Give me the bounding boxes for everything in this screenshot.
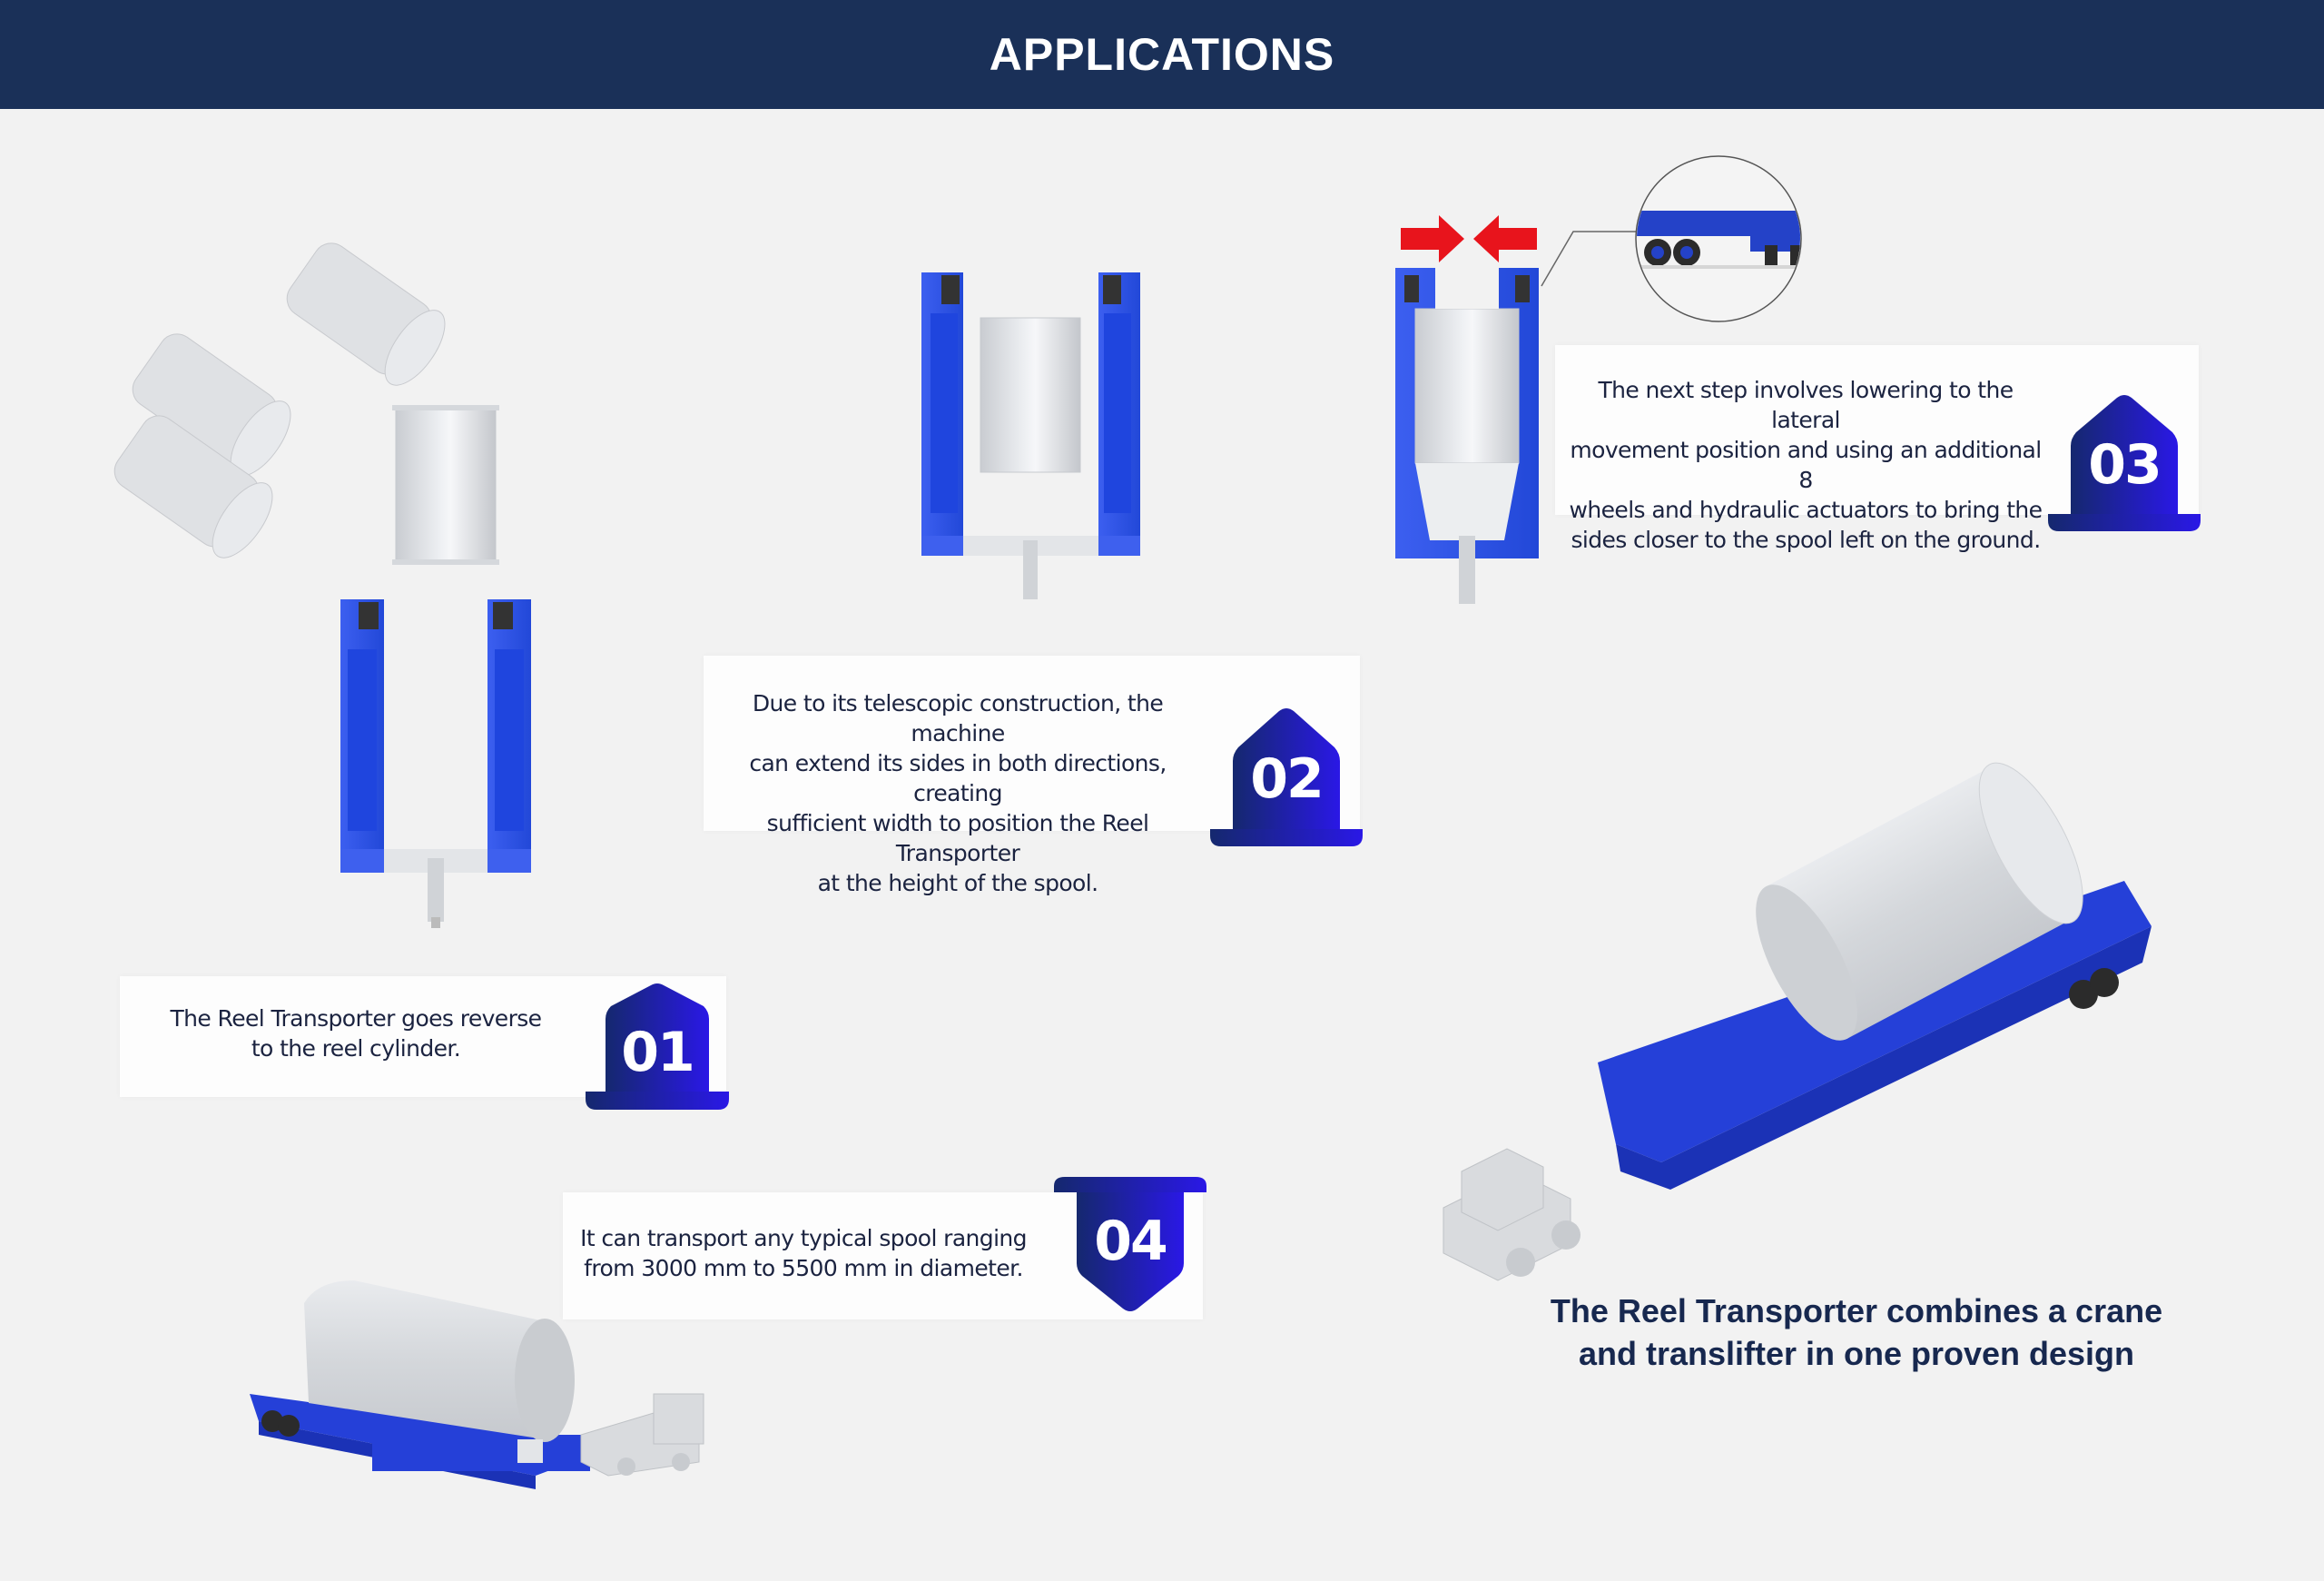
step-badge-04: 04 [1054,1177,1206,1313]
step-badge-03: 03 [2048,393,2201,532]
transporter-icon [1395,268,1539,604]
truck-icon [1443,762,2152,1281]
step-number: 03 [2088,433,2162,497]
transporter-icon [340,599,531,928]
step-text: It can transport any typical spool rangi… [580,1225,1027,1281]
step-text: Due to its telescopic construction, the … [749,690,1167,896]
transporter-iso-large [1434,762,2152,1281]
compress-arrows [1401,215,1537,262]
page-header: APPLICATIONS [0,0,2324,109]
badge-arrow-up-icon [2048,395,2201,531]
wheels-detail-magnifier [1541,154,1814,327]
transporter-top-view-open [340,595,558,940]
tagline: The Reel Transporter combines a crane an… [1550,1292,2163,1372]
truck-icon [250,1280,704,1489]
step-text: The Reel Transporter goes reverse to the… [170,1005,543,1062]
spool-icon [113,242,499,565]
badge-arrow-down-icon [1054,1177,1206,1311]
badge-arrow-up-icon [1210,708,1363,846]
transporter-top-view-extended [921,268,1144,613]
badge-arrow-up-icon [586,983,729,1110]
step-badge-02: 02 [1210,707,1363,847]
transporter-icon [921,272,1140,599]
transporter-top-view-closed [1395,268,1541,622]
step-number: 04 [1094,1210,1168,1273]
step-number: 02 [1250,747,1324,811]
spools-top-view [113,218,554,581]
transporter-iso-small [245,1276,753,1489]
page-title: APPLICATIONS [989,29,1335,80]
step-text: The next step involves lowering to the l… [1569,377,2043,553]
magnifier-icon [1541,155,1802,322]
arrow-icon [1401,215,1537,262]
step-number: 01 [621,1021,695,1084]
step-badge-01: 01 [586,983,729,1112]
